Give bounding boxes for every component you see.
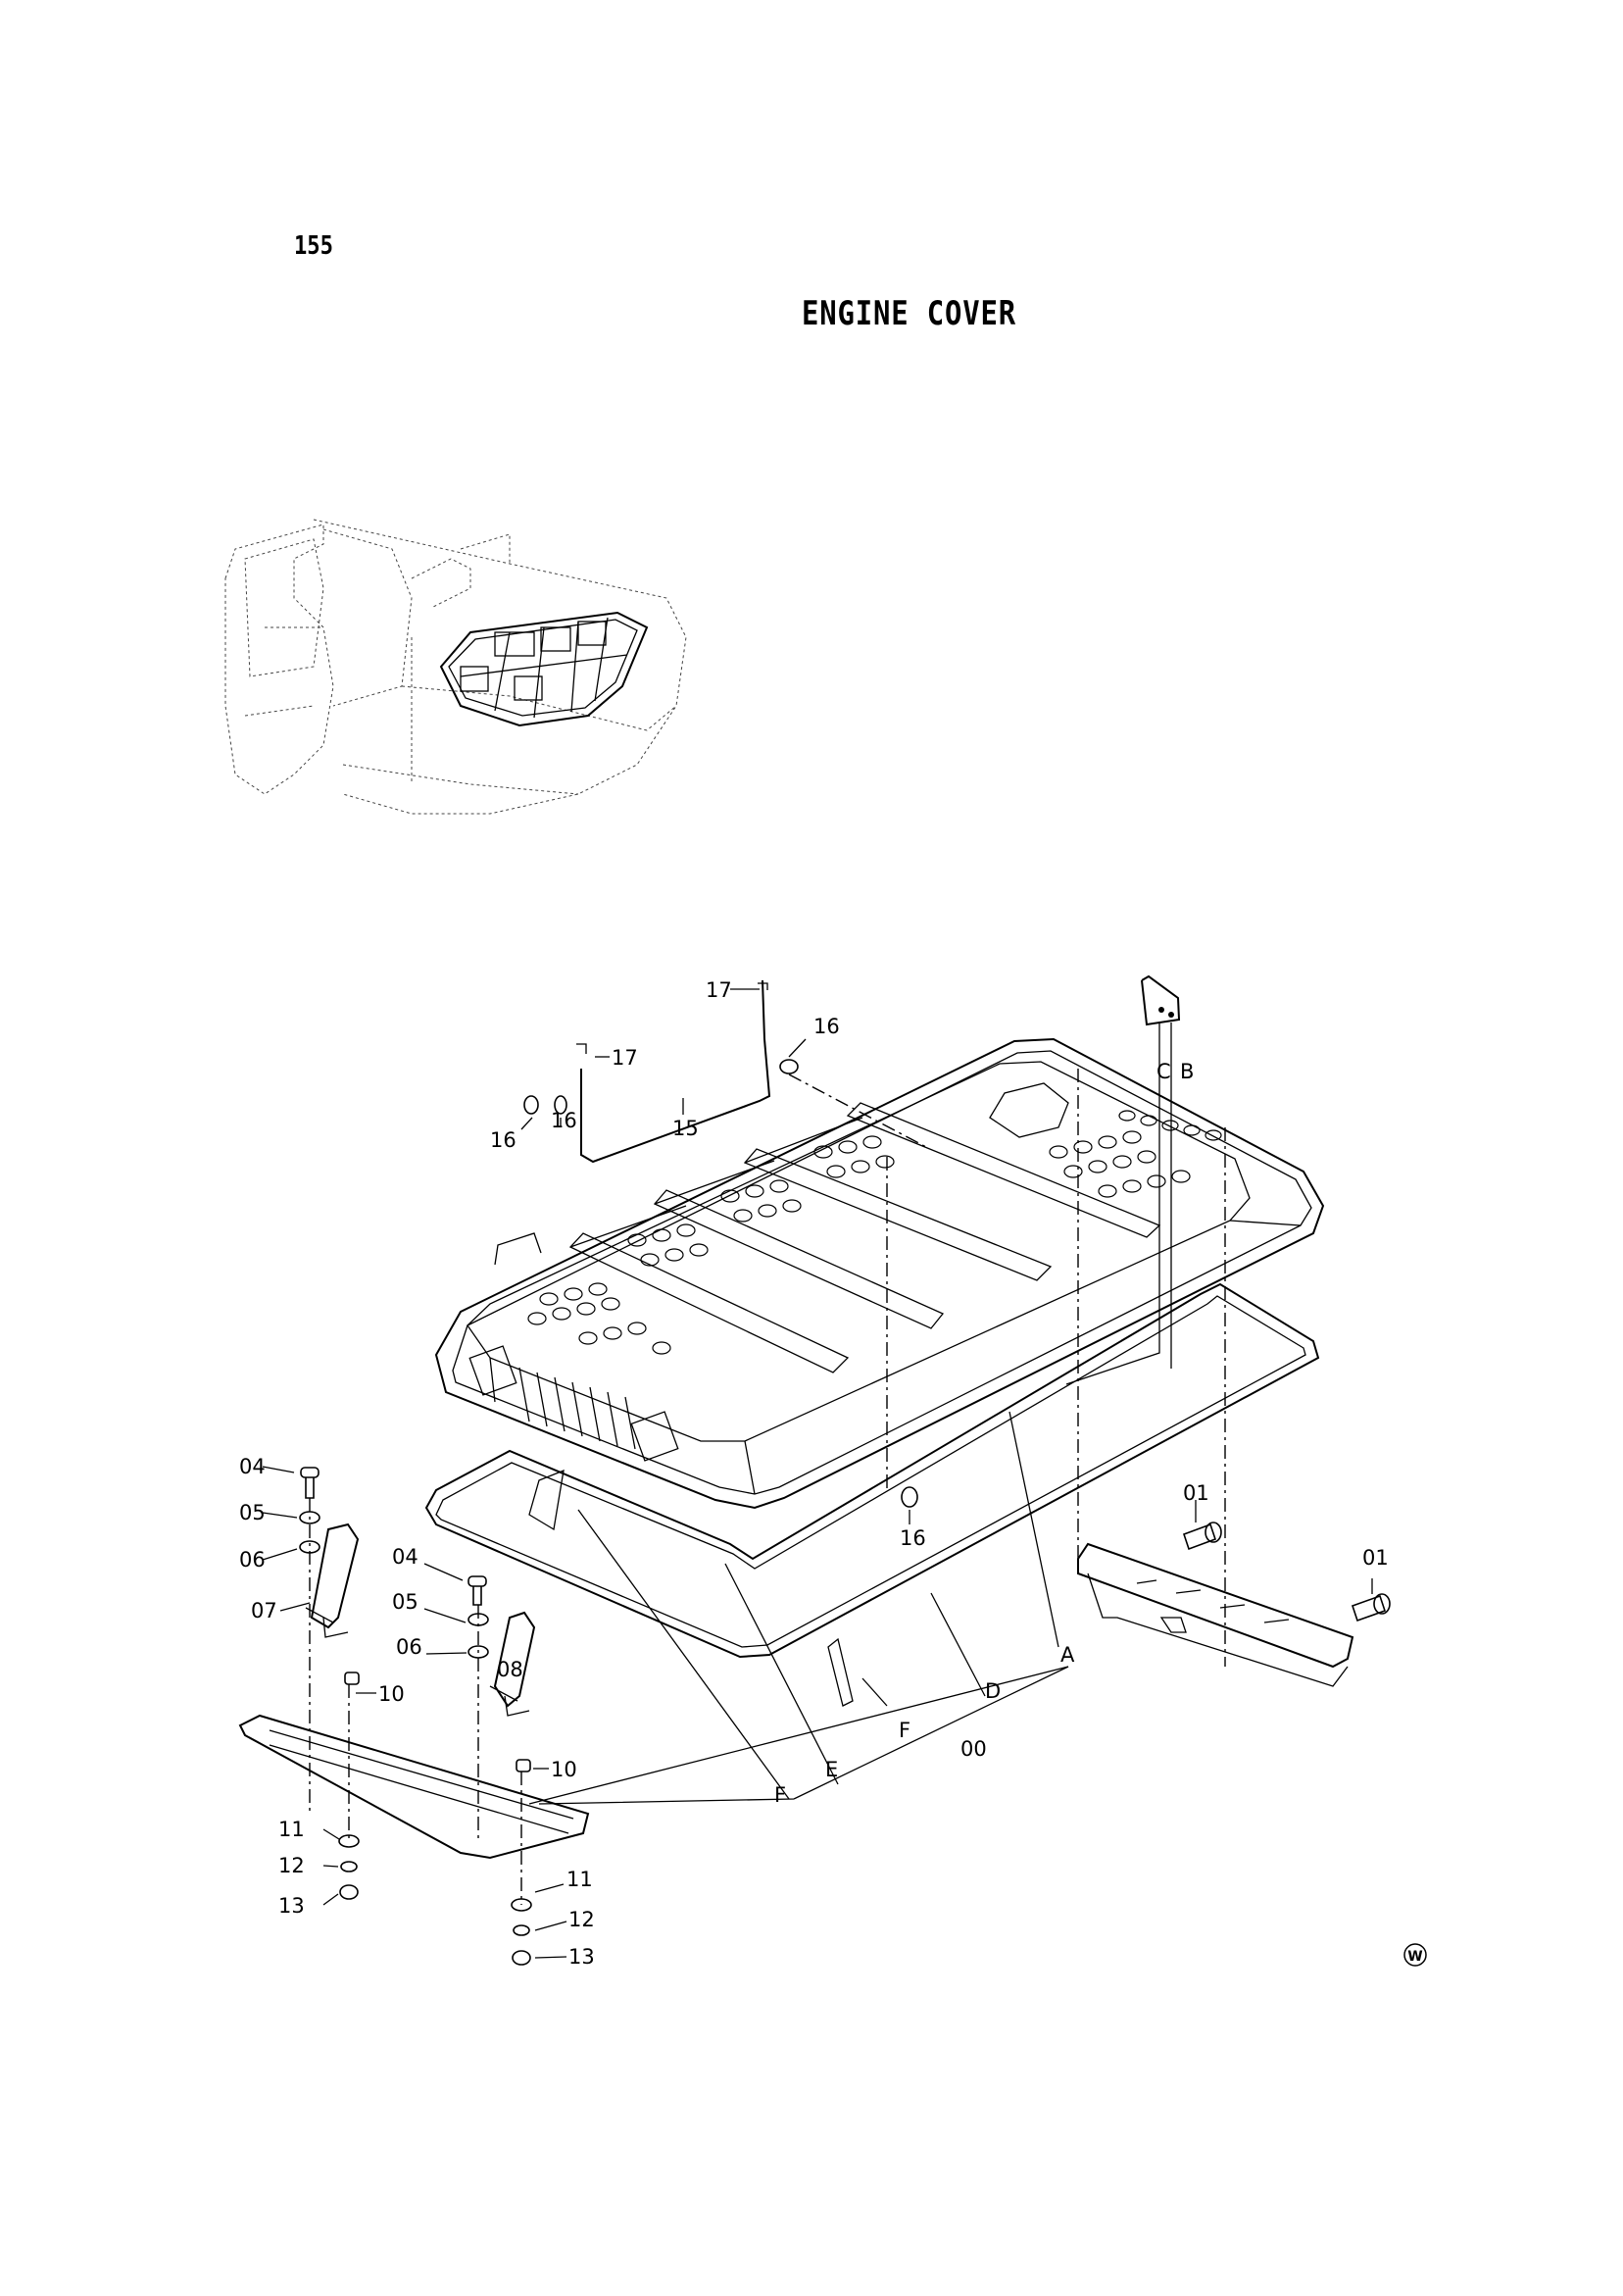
assembly-lines xyxy=(309,1069,1226,1905)
callout-12: 12 xyxy=(568,1908,595,1931)
stay-rod xyxy=(576,979,771,1164)
callout-16: 16 xyxy=(490,1128,516,1152)
seal-ring xyxy=(424,1282,1320,1659)
callout-15: 15 xyxy=(672,1117,699,1140)
ref-a: A xyxy=(1060,1643,1075,1667)
ref-c: C xyxy=(1156,1060,1171,1083)
callout-07: 07 xyxy=(251,1599,277,1622)
callout-17: 17 xyxy=(612,1046,638,1070)
callout-01: 01 xyxy=(1362,1546,1389,1570)
callout-17: 17 xyxy=(706,978,732,1002)
w-mark: W xyxy=(1403,1943,1427,1967)
hardware xyxy=(299,1059,1391,1966)
strip-part-f xyxy=(528,1469,854,1707)
callout-00: 00 xyxy=(960,1737,987,1761)
ref-d: D xyxy=(985,1679,1001,1703)
page-title: ENGINE COVER xyxy=(802,294,1016,333)
bracket-plate-cb xyxy=(1141,974,1181,1026)
page-number: 155 xyxy=(294,231,333,261)
ref-f: F xyxy=(774,1783,786,1807)
callout-04: 04 xyxy=(392,1545,418,1569)
callout-16: 16 xyxy=(900,1526,926,1550)
callout-05: 05 xyxy=(239,1501,266,1524)
callout-01: 01 xyxy=(1183,1481,1209,1505)
callout-11: 11 xyxy=(278,1818,305,1841)
callout-10: 10 xyxy=(378,1682,405,1706)
engine-cover xyxy=(434,1037,1325,1510)
callout-04: 04 xyxy=(239,1455,266,1478)
callout-12: 12 xyxy=(278,1854,305,1877)
callout-labels: 04 05 06 07 04 05 06 08 10 10 11 12 13 1… xyxy=(239,978,1389,1969)
latch-base-plate xyxy=(238,1714,590,1860)
leader-lines xyxy=(262,988,1373,1959)
callout-10: 10 xyxy=(551,1758,577,1781)
latch-08 xyxy=(489,1611,536,1717)
callout-11: 11 xyxy=(566,1868,593,1891)
ref-b: B xyxy=(1180,1060,1194,1083)
callout-16: 16 xyxy=(551,1109,577,1132)
w-mark-letter: W xyxy=(1407,1949,1422,1965)
ref-e: E xyxy=(825,1758,838,1781)
callout-13: 13 xyxy=(568,1945,595,1969)
callout-08: 08 xyxy=(497,1658,523,1681)
callout-06: 06 xyxy=(239,1548,266,1572)
ref-f: F xyxy=(899,1719,910,1742)
hinge-bracket-right xyxy=(1077,1542,1354,1687)
machine-location-thumbnail xyxy=(224,519,687,815)
callout-16: 16 xyxy=(813,1015,840,1038)
callout-06: 06 xyxy=(396,1635,422,1659)
callout-13: 13 xyxy=(278,1894,305,1918)
callout-05: 05 xyxy=(392,1590,418,1614)
